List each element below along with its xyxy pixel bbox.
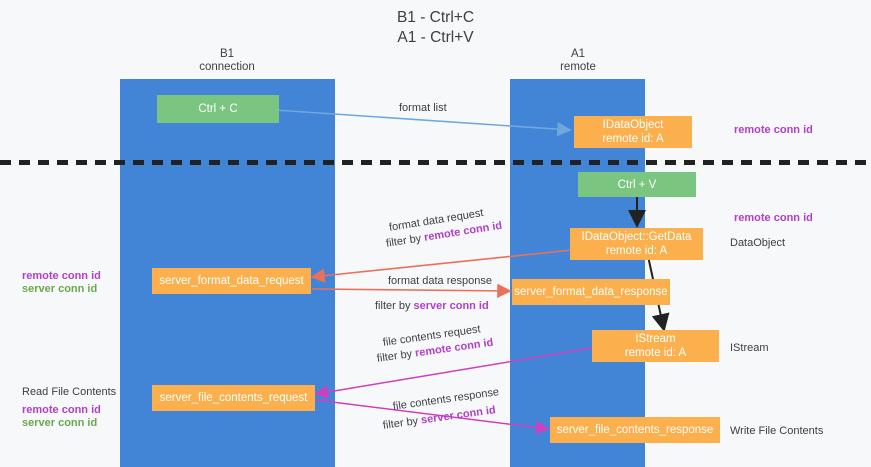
annotation-right-dataobject: DataObject (730, 237, 786, 249)
annotation-left-remote-conn-id-bottom: remote conn id (22, 404, 101, 416)
column-header-a1-sub: remote (560, 61, 596, 73)
label-format-list: format list (399, 102, 447, 114)
title-line-2: A1 - Ctrl+V (397, 29, 474, 46)
arrow-format-data-response (311, 283, 512, 299)
annotation-left-read-file-contents: Read File Contents (22, 386, 117, 398)
title-line-1: B1 - Ctrl+C (396, 9, 475, 26)
box-idataobject-line2: remote id: A (602, 133, 664, 145)
annotation-right-istream: IStream (730, 342, 769, 354)
box-getdata-line1: IDataObject::GetData (581, 231, 692, 243)
column-header-b1: B1 connection (157, 48, 297, 74)
box-server-file-contents-response-label: server_file_contents_response (556, 424, 714, 436)
box-istream-line1: IStream (635, 333, 676, 345)
box-server-format-data-response-label: server_format_data_response (514, 286, 668, 298)
column-header-a1: A1 remote (508, 48, 648, 74)
box-istream[interactable]: IStream remote id: A (592, 330, 719, 362)
label-format-data-response: format data response (388, 275, 492, 287)
label-file-contents-response-filter-prefix: filter by (382, 414, 422, 432)
box-server-file-contents-request-label: server_file_contents_request (159, 392, 308, 404)
annotation-left-server-conn-id-bottom: server conn id (22, 417, 98, 429)
annotation-left-remote-conn-id-mid: remote conn id (22, 270, 101, 282)
box-server-file-contents-response[interactable]: server_file_contents_response (550, 417, 720, 443)
annotation-right-remote-conn-id-top: remote conn id (734, 124, 813, 136)
box-server-format-data-request[interactable]: server_format_data_request (152, 268, 311, 294)
section-divider (0, 160, 871, 165)
column-header-b1-sub: connection (199, 61, 255, 73)
box-ctrl-c[interactable]: Ctrl + C (157, 95, 279, 123)
box-getdata[interactable]: IDataObject::GetData remote id: A (570, 228, 703, 260)
column-header-a1-name: A1 (570, 48, 586, 60)
annotation-right-write-file-contents: Write File Contents (730, 425, 824, 437)
box-ctrl-v-label: Ctrl + V (617, 178, 657, 191)
box-istream-line2: remote id: A (624, 347, 687, 359)
annotation-right-remote-conn-id-mid: remote conn id (734, 212, 813, 224)
box-server-format-data-request-label: server_format_data_request (159, 275, 304, 287)
box-getdata-line2: remote id: A (605, 245, 668, 257)
label-format-data-response-filter: filter by server conn id (375, 299, 489, 313)
label-format-data-response-filter-prefix: filter by (375, 300, 414, 312)
box-idataobject-line1: IDataObject (602, 119, 664, 131)
annotation-left-server-conn-id-mid: server conn id (22, 283, 98, 295)
column-header-b1-name: B1 (219, 48, 235, 60)
label-file-contents-request-filter-prefix: filter by (376, 347, 416, 365)
box-idataobject[interactable]: IDataObject remote id: A (574, 116, 692, 148)
label-format-data-response-filter-value: server conn id (413, 300, 489, 312)
box-ctrl-v[interactable]: Ctrl + V (578, 172, 696, 197)
box-server-file-contents-request[interactable]: server_file_contents_request (152, 385, 315, 411)
box-server-format-data-response[interactable]: server_format_data_response (512, 279, 670, 305)
page-title: B1 - Ctrl+C A1 - Ctrl+V (0, 8, 871, 48)
box-ctrl-c-label: Ctrl + C (198, 103, 238, 115)
